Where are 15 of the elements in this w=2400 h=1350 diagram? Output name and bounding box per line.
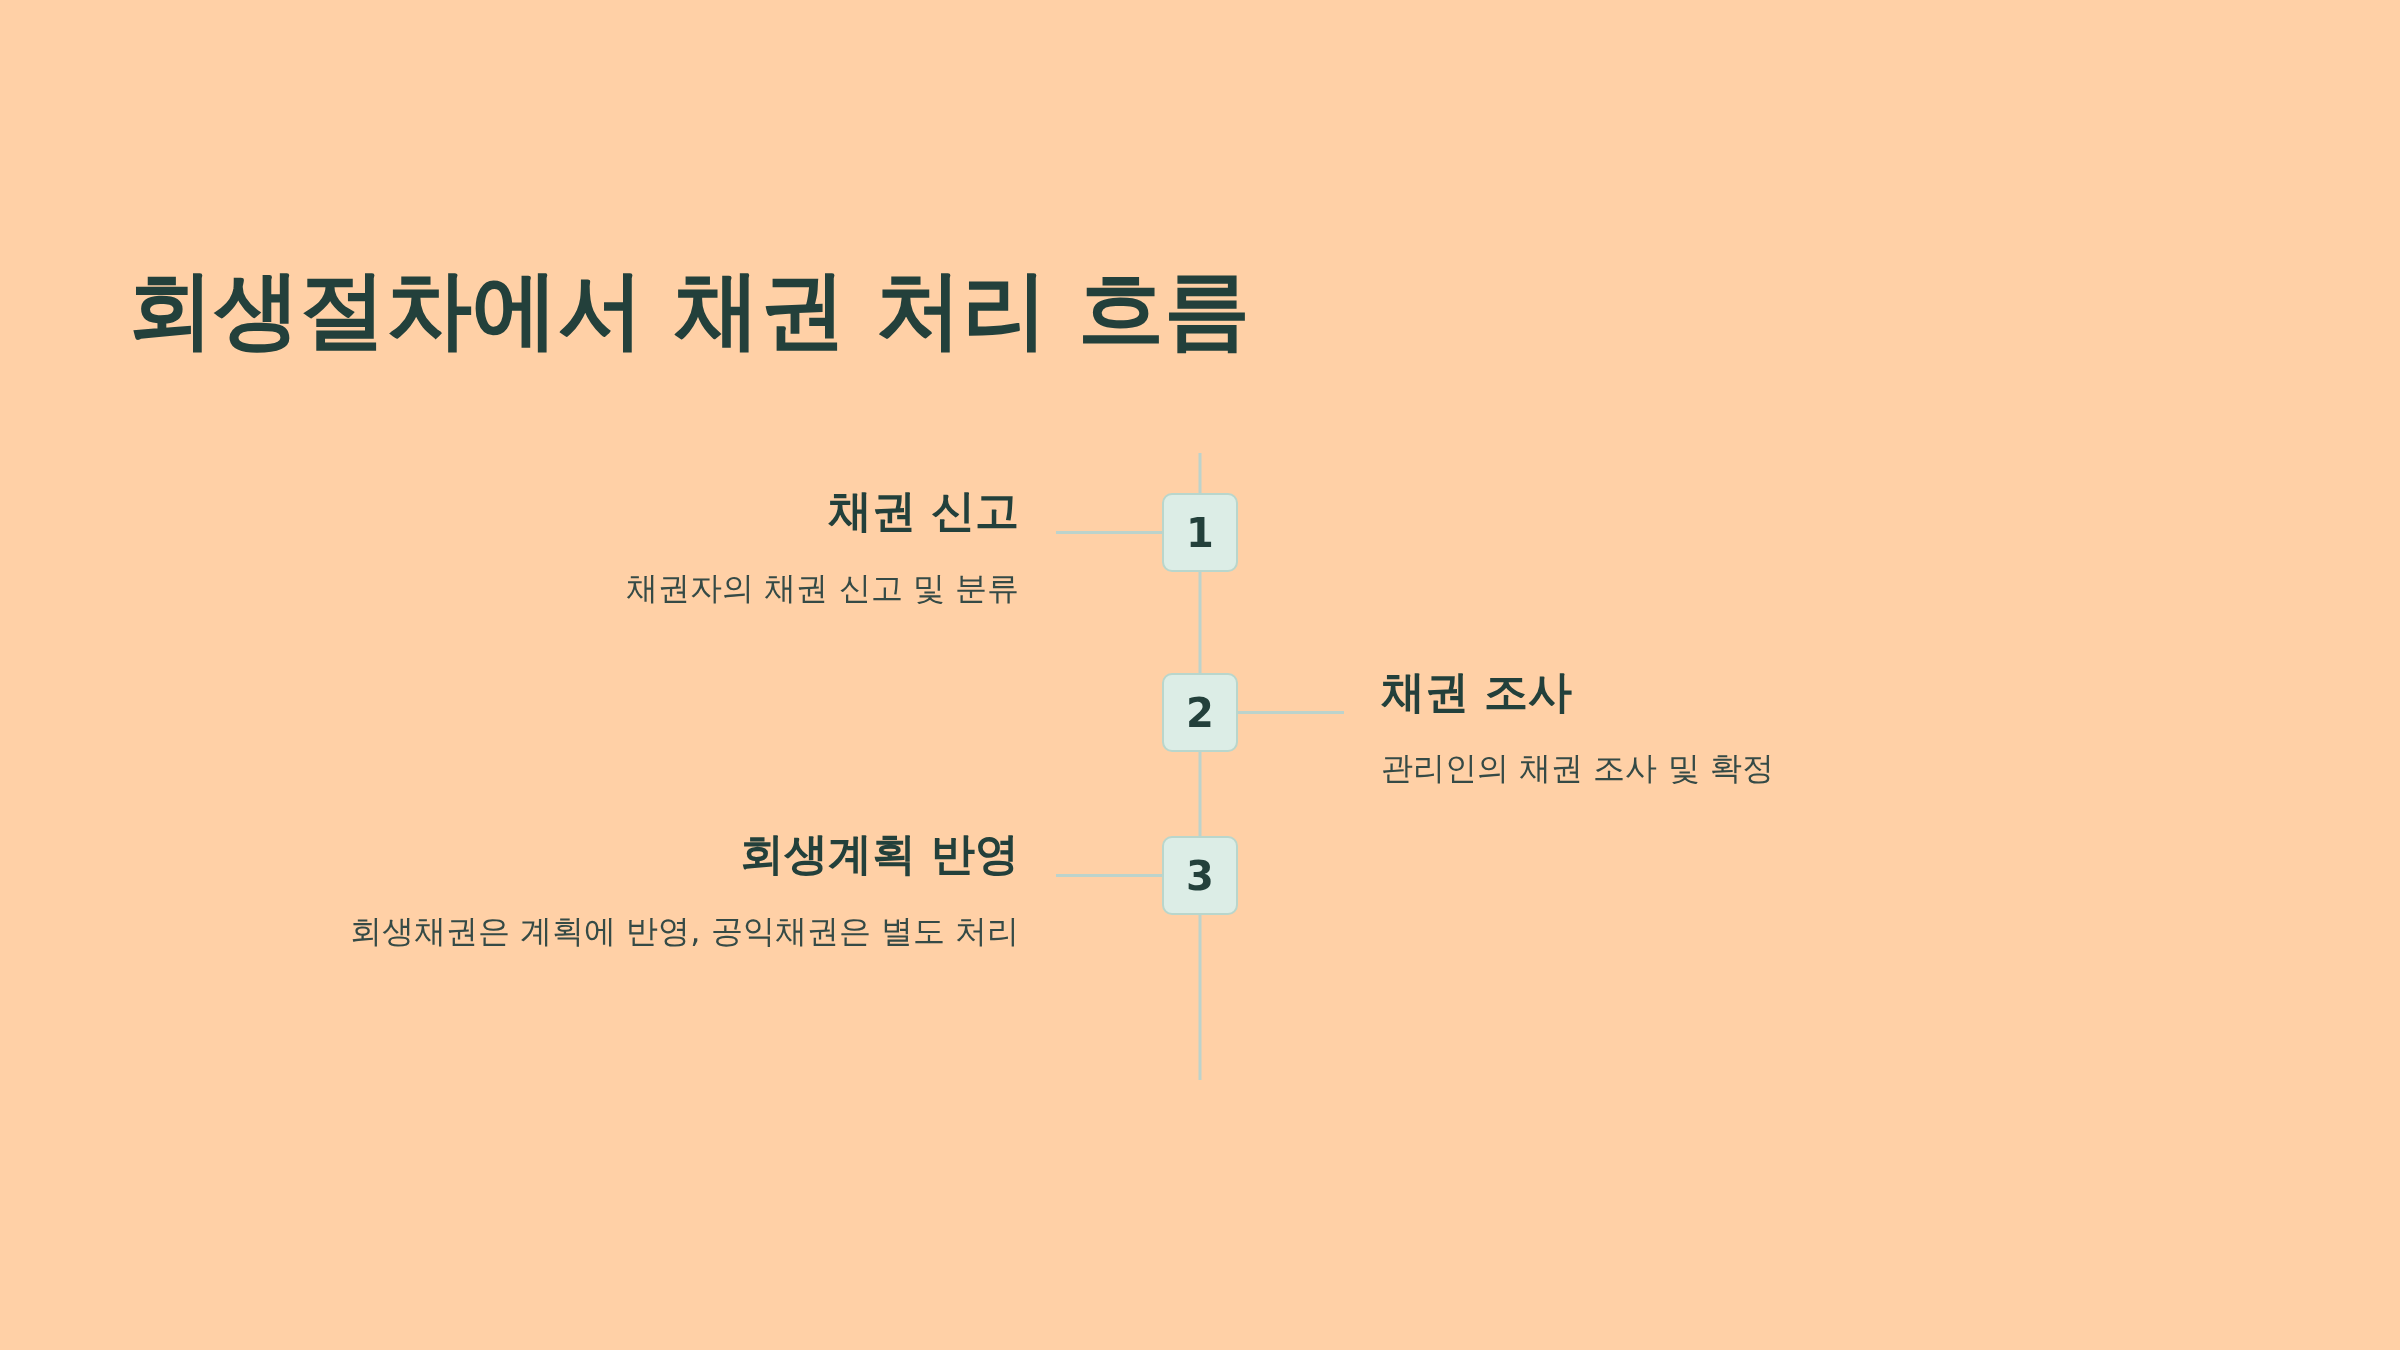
step-number-box: 3 [1162, 836, 1238, 915]
connector-line [1238, 711, 1344, 714]
step-number-box: 1 [1162, 493, 1238, 572]
step-number-box: 2 [1162, 673, 1238, 752]
connector-line [1056, 874, 1162, 877]
step-heading: 회생계획 반영 [739, 827, 1019, 881]
step-heading: 채권 신고 [827, 484, 1019, 538]
step-heading: 채권 조사 [1381, 665, 1573, 719]
timeline-line [1198, 572, 1202, 673]
timeline-line [1198, 752, 1202, 836]
title: 회생절차에서 채권 처리 흐름 [128, 262, 1250, 357]
connector-line [1056, 531, 1162, 534]
step-description: 관리인의 채권 조사 및 확정 [1381, 748, 1774, 788]
step-description: 채권자의 채권 신고 및 분류 [626, 568, 1019, 608]
step-description: 회생채권은 계획에 반영, 공익채권은 별도 처리 [349, 911, 1019, 951]
